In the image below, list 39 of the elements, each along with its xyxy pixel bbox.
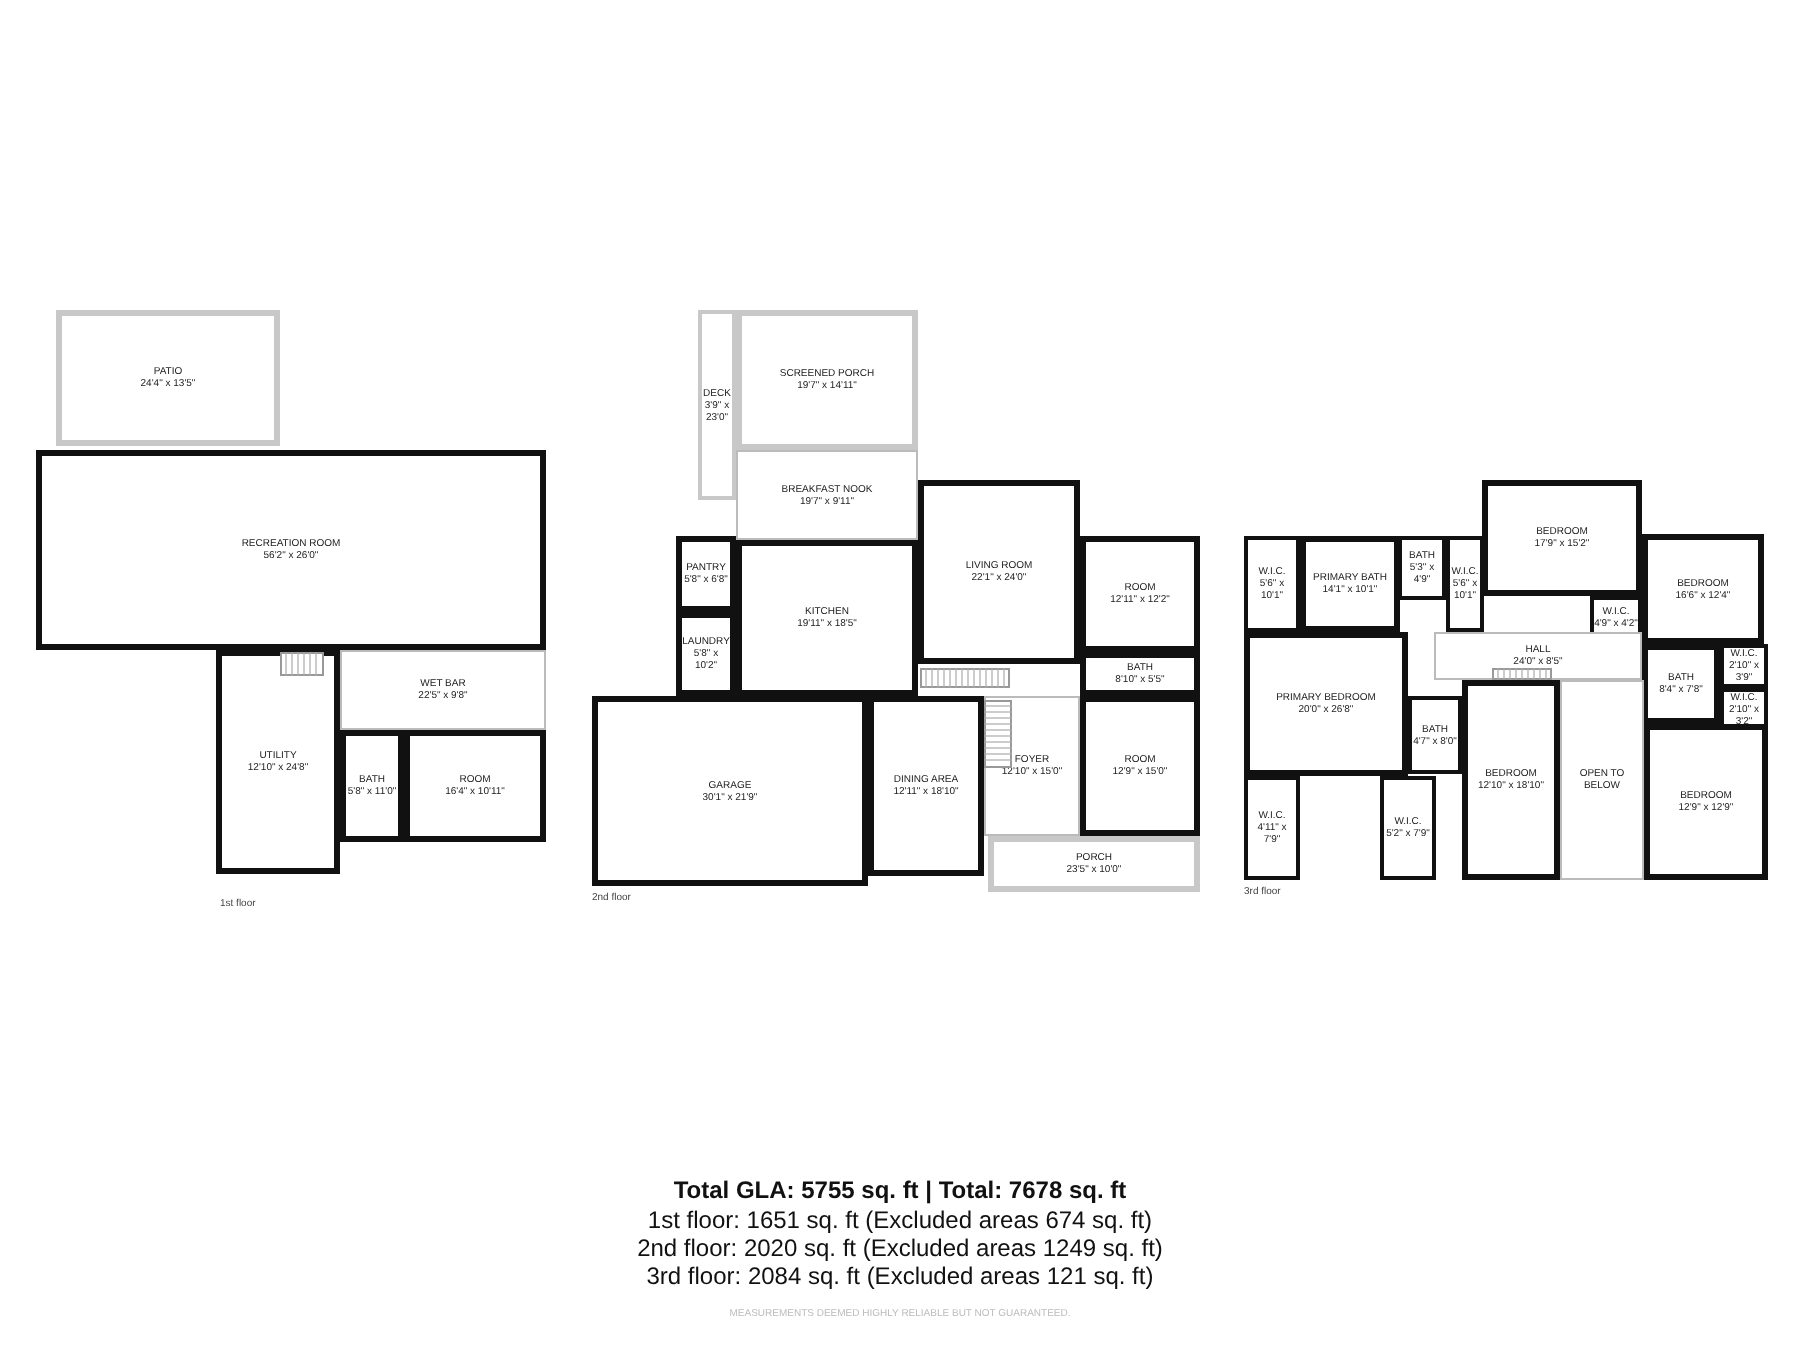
room-outline — [736, 450, 918, 540]
room-outline — [1244, 536, 1300, 632]
room-outline — [340, 650, 546, 730]
room-outline — [1080, 696, 1200, 836]
room-outline — [736, 540, 918, 696]
floor-area-note: 1st floor: 1651 sq. ft (Excluded areas 674 sq. ft) — [645, 1206, 1155, 1234]
room-outline — [1720, 644, 1768, 688]
room-outline — [1080, 536, 1200, 652]
floor-area-note: 3rd floor: 2084 sq. ft (Excluded areas 121 sq. ft) — [644, 1262, 1156, 1290]
room-outline — [1482, 480, 1642, 596]
room-outline — [404, 730, 546, 842]
room-outline — [1080, 652, 1200, 696]
room-outline — [918, 480, 1080, 664]
room-outline — [340, 730, 404, 842]
room-outline — [36, 450, 546, 650]
total-area-heading: Total GLA: 5755 sq. ft | Total: 7678 sq. ft — [671, 1176, 1129, 1204]
outdoor-area-outline — [736, 310, 918, 450]
room-outline — [1642, 534, 1764, 644]
room-outline — [1434, 632, 1642, 680]
room-outline — [592, 696, 868, 886]
room-outline — [1300, 536, 1400, 632]
room-outline — [1380, 776, 1436, 880]
room-outline — [1244, 776, 1300, 880]
room-outline — [1446, 536, 1484, 632]
floor-area-note: 2nd floor: 2020 sq. ft (Excluded areas 1249 sq. ft) — [635, 1234, 1165, 1262]
room-outline — [1244, 632, 1408, 776]
room-outline — [868, 696, 984, 876]
room-outline — [1398, 536, 1446, 600]
room-outline — [1560, 680, 1644, 880]
room-outline — [1644, 724, 1768, 880]
outdoor-area-outline — [698, 310, 736, 500]
room-outline — [1408, 696, 1462, 774]
room-outline — [676, 612, 736, 696]
room-outline — [216, 650, 340, 874]
outdoor-area-outline — [56, 310, 280, 446]
room-outline — [1462, 680, 1560, 880]
room-outline — [676, 536, 736, 612]
outdoor-area-outline — [988, 836, 1200, 892]
room-outline — [1642, 644, 1720, 724]
